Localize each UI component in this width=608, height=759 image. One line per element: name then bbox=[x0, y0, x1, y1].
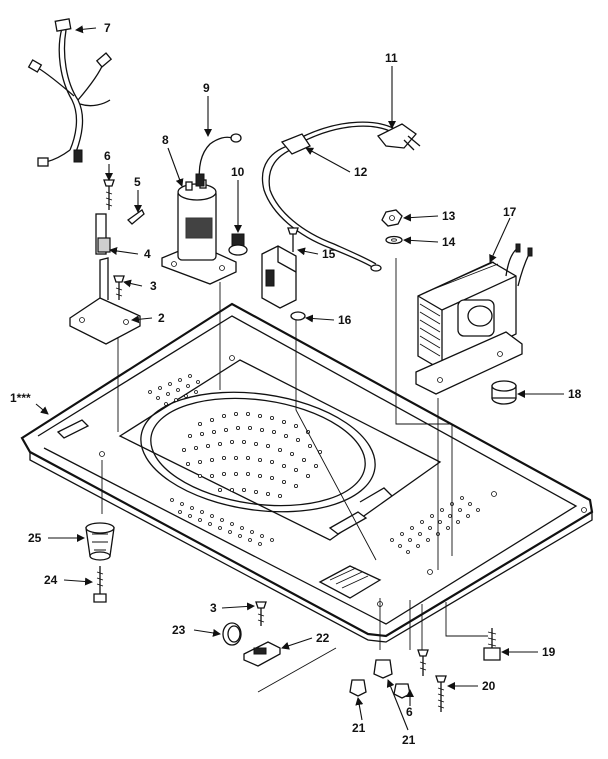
part-capacitor bbox=[161, 179, 237, 285]
base-bracket bbox=[318, 565, 382, 599]
part-washer-14 bbox=[385, 235, 403, 245]
base-slot-left bbox=[56, 419, 90, 439]
callout-13: 13 bbox=[442, 209, 456, 223]
callout-22: 22 bbox=[316, 631, 330, 645]
callout-23: 23 bbox=[172, 623, 186, 637]
callout-9: 9 bbox=[203, 81, 210, 95]
callout-2: 2 bbox=[158, 311, 165, 325]
callout-3-upper: 3 bbox=[150, 279, 157, 293]
part-foot-18 bbox=[491, 380, 517, 405]
callout-20: 20 bbox=[482, 679, 496, 693]
callout-3-lower: 3 bbox=[210, 601, 217, 615]
part-diode bbox=[195, 133, 242, 187]
part-fuse-holder-16 bbox=[261, 245, 306, 321]
callout-11: 11 bbox=[385, 51, 398, 65]
vent-holes-right bbox=[390, 496, 480, 554]
base-slot-center bbox=[328, 511, 368, 535]
callout-6-top: 6 bbox=[104, 149, 111, 163]
part-bumper-21 bbox=[349, 659, 411, 699]
alignment-lines bbox=[101, 258, 488, 693]
callout-4: 4 bbox=[144, 247, 151, 261]
part-thermal-cutout-22 bbox=[243, 641, 281, 667]
part-screw-19 bbox=[483, 628, 501, 661]
base-plate bbox=[20, 302, 594, 643]
base-tab bbox=[359, 487, 393, 503]
part-transformer bbox=[415, 243, 533, 395]
callout-7: 7 bbox=[104, 21, 111, 35]
callout-1: 1*** bbox=[10, 391, 31, 405]
callout-12: 12 bbox=[354, 165, 368, 179]
part-nut-13 bbox=[381, 209, 403, 227]
callout-18: 18 bbox=[568, 387, 582, 401]
callout-labels: 7 1*** 2 3 4 5 6 8 9 10 11 12 13 14 15 1… bbox=[10, 21, 582, 747]
callout-21-left: 21 bbox=[352, 721, 366, 735]
part-screw-20 bbox=[435, 675, 447, 712]
callout-21-right: 21 bbox=[402, 733, 416, 747]
part-foot-25 bbox=[85, 522, 115, 561]
part-wire-harness bbox=[27, 18, 113, 167]
callout-14: 14 bbox=[442, 235, 456, 249]
callout-5: 5 bbox=[134, 175, 141, 189]
callout-25: 25 bbox=[28, 531, 42, 545]
callout-8: 8 bbox=[162, 133, 169, 147]
part-screw-6-top bbox=[103, 179, 115, 210]
part-grommet-10 bbox=[228, 233, 248, 256]
part-cover-23 bbox=[222, 622, 242, 646]
callout-24: 24 bbox=[44, 573, 58, 587]
part-screw-15 bbox=[287, 227, 299, 252]
callout-19: 19 bbox=[542, 645, 556, 659]
callout-17: 17 bbox=[503, 205, 517, 219]
vent-holes-upper bbox=[148, 374, 200, 406]
part-switch-4 bbox=[95, 213, 111, 255]
part-bracket-2 bbox=[69, 257, 141, 345]
leader-lines bbox=[35, 25, 564, 731]
part-clip-5 bbox=[126, 209, 145, 225]
callout-6-bottom: 6 bbox=[406, 705, 413, 719]
callout-15: 15 bbox=[322, 247, 336, 261]
vent-holes-lower-left bbox=[170, 498, 274, 546]
part-screw-24 bbox=[93, 566, 107, 603]
part-screw-6-bottom bbox=[417, 649, 429, 676]
part-power-cord bbox=[261, 121, 421, 272]
vent-holes-circle bbox=[181, 411, 322, 498]
callout-16: 16 bbox=[338, 313, 352, 327]
part-screw-3-upper bbox=[113, 275, 125, 300]
part-screw-3-lower bbox=[255, 601, 267, 626]
callout-10: 10 bbox=[231, 165, 245, 179]
